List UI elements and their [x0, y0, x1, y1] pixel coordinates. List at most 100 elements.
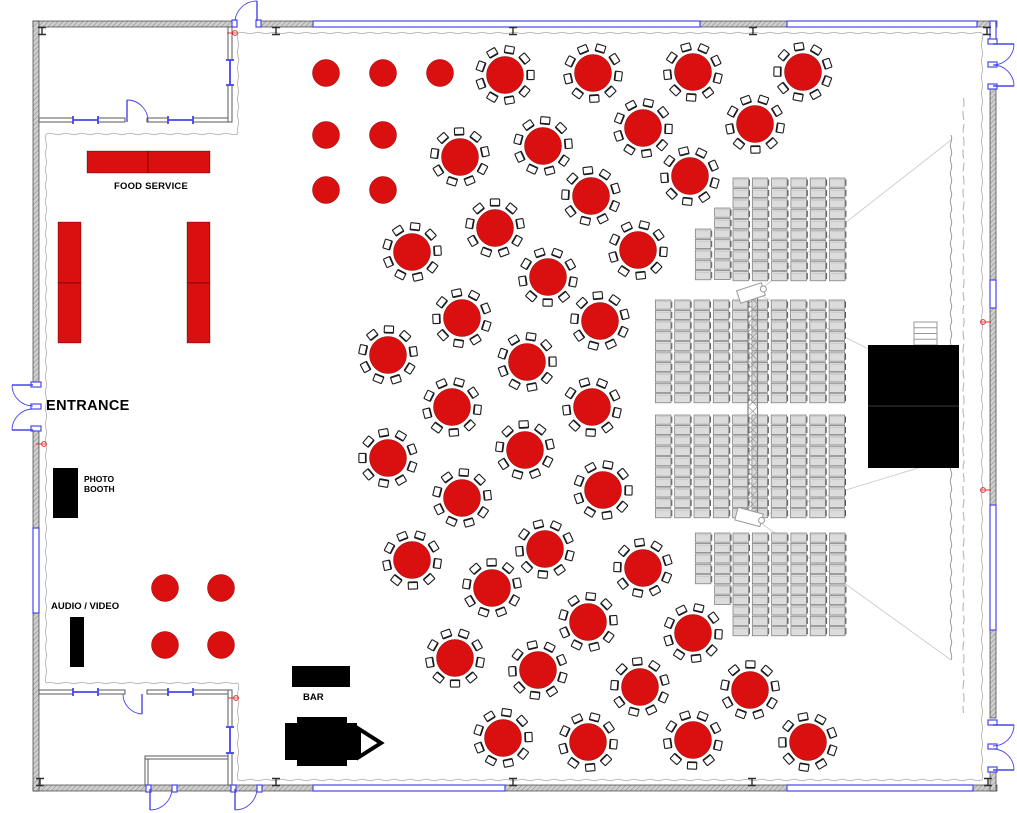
chair: [734, 708, 747, 720]
theater-seat: [732, 260, 749, 271]
chair: [549, 520, 562, 532]
theater-seat: [674, 382, 691, 393]
theater-seat: [809, 574, 827, 585]
theater-seat: [732, 341, 749, 352]
round-table: [382, 222, 442, 282]
theater-seat: [732, 229, 749, 240]
chair: [529, 468, 541, 479]
theater-seat: [714, 584, 731, 595]
theater-seat: [655, 445, 672, 456]
theater-seat: [828, 372, 845, 383]
theater-seat: [674, 466, 691, 477]
chair: [619, 308, 630, 321]
chair: [635, 270, 647, 280]
theater-seat: [751, 393, 768, 404]
chair: [695, 147, 708, 159]
theater-seat: [771, 240, 788, 250]
theater-seat: [655, 477, 672, 487]
theater-seat: [694, 574, 712, 585]
theater-seat: [751, 563, 769, 574]
round-table: [475, 45, 535, 105]
chair: [650, 540, 663, 553]
column-ibeam-icon: [272, 26, 280, 36]
chair: [782, 719, 795, 733]
theater-seat: [732, 605, 749, 616]
chair: [656, 139, 668, 152]
theater-seat: [712, 445, 730, 456]
theater-seat: [828, 382, 845, 393]
theater-seat: [694, 249, 712, 260]
theater-seat: [771, 198, 788, 209]
theater-seat: [790, 219, 807, 230]
theater-seat: [751, 362, 768, 372]
chair: [664, 617, 675, 629]
round-table: [608, 220, 668, 280]
chair: [394, 269, 407, 281]
chair: [472, 404, 482, 416]
theater-seat: [790, 543, 807, 553]
chair: [697, 43, 710, 55]
chair: [544, 438, 555, 450]
photo-booth-label: PHOTO BOOTH: [84, 474, 115, 494]
theater-seat: [771, 250, 788, 261]
theater-seat: [693, 382, 710, 393]
theater-seat: [674, 362, 691, 372]
chair: [476, 162, 489, 176]
chair: [720, 679, 730, 691]
chair: [596, 378, 608, 389]
theater-seat: [751, 477, 768, 487]
chair: [652, 228, 665, 242]
theater-seat: [809, 584, 827, 595]
chair: [508, 594, 520, 607]
chair: [497, 246, 510, 258]
chair: [658, 246, 668, 258]
theater-seat: [829, 229, 846, 240]
chair: [394, 474, 407, 486]
theater-seat: [790, 330, 807, 341]
chair: [628, 706, 640, 717]
theater-seat: [674, 310, 691, 320]
chair: [727, 664, 741, 677]
theater-seat: [809, 260, 827, 271]
theater-seat: [809, 626, 827, 637]
chair: [766, 697, 778, 710]
chair: [664, 123, 673, 135]
theater-seat: [809, 299, 826, 310]
chair: [473, 473, 486, 486]
theater-seat: [828, 497, 845, 508]
chair: [378, 478, 390, 488]
wall-device-marker-icon: [36, 441, 47, 447]
chair: [497, 365, 509, 378]
round-table: [778, 712, 838, 772]
theater-seat: [714, 563, 731, 574]
chair: [585, 428, 596, 437]
theater-seat: [790, 456, 807, 467]
structural-columns: [36, 26, 992, 787]
chair: [614, 112, 625, 125]
theater-seat: [751, 497, 768, 508]
chair: [383, 256, 394, 268]
theater-seat: [655, 425, 672, 435]
chair: [609, 389, 621, 402]
chair: [648, 584, 662, 597]
theater-seat: [809, 487, 826, 498]
chair: [765, 137, 778, 150]
chair: [705, 644, 718, 657]
chair: [675, 604, 688, 616]
chair: [378, 428, 390, 438]
chair: [725, 123, 735, 135]
theater-seat: [732, 456, 749, 467]
chair: [561, 189, 570, 200]
theater-seat: [790, 435, 807, 446]
theater-seat: [771, 260, 788, 271]
chair: [613, 130, 624, 142]
chair: [436, 296, 448, 309]
buffet-table: [147, 150, 211, 174]
theater-seat: [732, 584, 749, 595]
chair: [792, 92, 804, 102]
theater-seat: [655, 372, 672, 383]
chair: [809, 88, 822, 100]
round-table: [663, 710, 723, 770]
theater-seat: [829, 188, 846, 198]
theater-seat: [693, 477, 710, 487]
